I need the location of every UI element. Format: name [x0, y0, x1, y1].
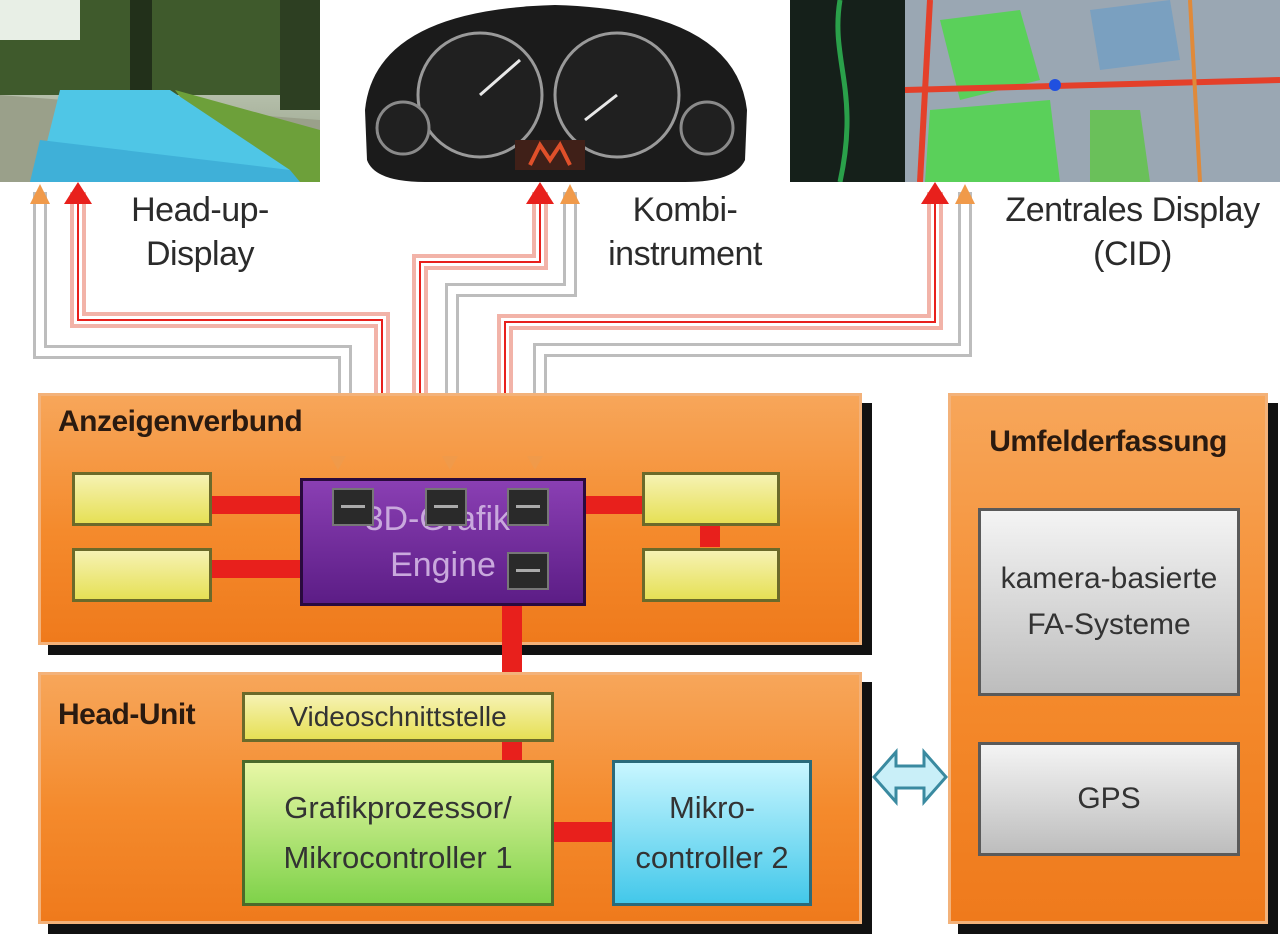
connector-left-top — [210, 496, 305, 514]
hud-label-line2: Display — [146, 235, 254, 273]
camera-label-line1: kamera-basierte — [1000, 562, 1218, 595]
hud-label: Head-up- Display — [110, 188, 290, 276]
head-unit-title: Head-Unit — [58, 698, 196, 731]
gps-block: GPS — [978, 742, 1240, 856]
bidirectional-arrow-icon — [872, 748, 948, 806]
cluster-label-line2: instrument — [608, 235, 762, 273]
connector-left-bottom — [210, 560, 305, 578]
connector-video-gpu — [502, 740, 522, 762]
display-module-right-top — [642, 472, 780, 526]
engine-chip-4 — [507, 552, 549, 590]
engine-chip-2 — [425, 488, 467, 526]
central-display-photo — [790, 0, 1280, 182]
cluster-label-line1: Kombi- — [632, 191, 738, 229]
gpu-label-line1: Grafikprozessor/ — [284, 790, 512, 825]
engine-label-line2: Engine — [390, 546, 496, 584]
gpu-block: Grafikprozessor/ Mikrocontroller 1 — [242, 760, 554, 906]
engine-chip-3 — [507, 488, 549, 526]
connector-right-top — [580, 496, 645, 514]
display-module-left-top — [72, 472, 212, 526]
cluster-label: Kombi- instrument — [585, 188, 785, 276]
video-interface-block: Videoschnittstelle — [242, 692, 554, 742]
mcu2-label-line2: controller 2 — [635, 840, 789, 875]
connector-gpu-mcu2 — [552, 822, 614, 842]
anzeigenverbund-title: Anzeigenverbund — [58, 405, 303, 438]
hud-label-line1: Head-up- — [131, 191, 269, 229]
display-module-left-bottom — [72, 548, 212, 602]
cid-label-line2: (CID) — [1093, 235, 1172, 273]
umfelderfassung-title: Umfelderfassung — [989, 425, 1227, 458]
cid-label: Zentrales Display (CID) — [995, 188, 1270, 276]
engine-input-arrows — [330, 456, 543, 470]
camera-label-line2: FA-Systeme — [1027, 608, 1191, 641]
engine-chip-1 — [332, 488, 374, 526]
mcu2-label-line1: Mikro- — [668, 790, 756, 825]
hud-photo — [0, 0, 320, 182]
instrument-cluster-photo — [365, 5, 747, 182]
display-module-right-bottom — [642, 548, 780, 602]
camera-systems-block: kamera-basierte FA-Systeme — [978, 508, 1240, 696]
microcontroller-2-block: Mikro- controller 2 — [612, 760, 812, 906]
connector-right-vertical — [700, 525, 720, 547]
cid-label-line1: Zentrales Display — [1005, 191, 1260, 229]
gpu-label-line2: Mikrocontroller 1 — [283, 840, 513, 875]
